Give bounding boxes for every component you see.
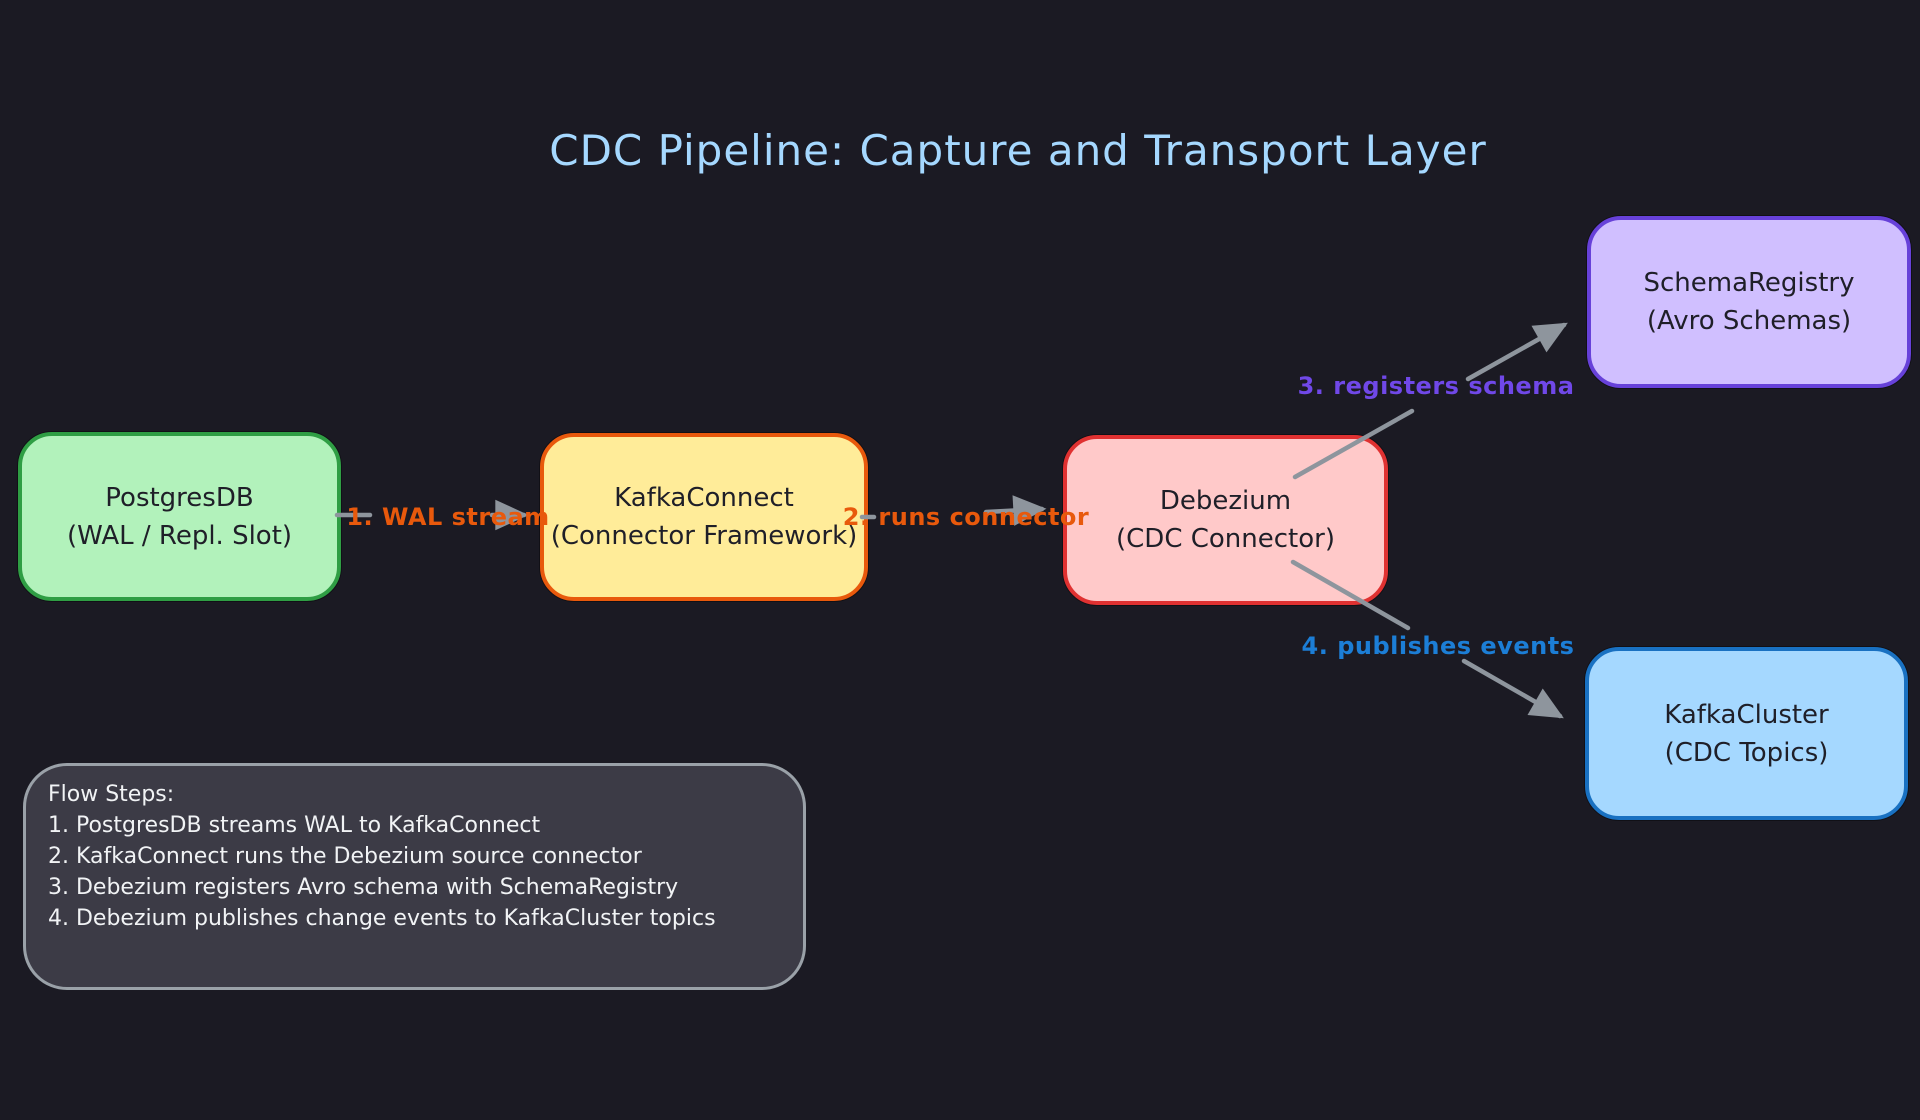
node-postgresdb-subtitle: (WAL / Repl. Slot) xyxy=(66,520,293,551)
edge-runs-connector-arrow xyxy=(983,495,1047,526)
flow-step-1: 1. PostgresDB streams WAL to KafkaConnec… xyxy=(48,813,541,838)
flow-step-2: 2. KafkaConnect runs the Debezium source… xyxy=(48,844,642,869)
node-schemaregistry-name: SchemaRegistry xyxy=(1643,268,1855,298)
node-debezium-subtitle: (CDC Connector) xyxy=(1116,524,1335,554)
edge-registers-schema-stub xyxy=(1292,408,1415,480)
node-kafkacluster: KafkaCluster (CDC Topics) xyxy=(1585,647,1908,820)
node-schemaregistry-subtitle: (Avro Schemas) xyxy=(1646,306,1852,336)
node-kafkaconnect-subtitle: (Connector Framework) xyxy=(550,521,858,551)
node-kafkacluster-name: KafkaCluster xyxy=(1664,699,1829,730)
node-kafkaconnect-name: KafkaConnect xyxy=(614,483,794,513)
edge-label-runs-connector: 2. runs connector xyxy=(842,503,1090,531)
edge-publishes-events-stub xyxy=(1290,559,1411,631)
flow-step-3: 3. Debezium registers Avro schema with S… xyxy=(48,875,679,900)
edge-registers-schema-arrow xyxy=(1465,322,1568,382)
node-postgresdb: PostgresDB (WAL / Repl. Slot) xyxy=(18,432,341,601)
flow-steps-title: Flow Steps: xyxy=(48,782,175,807)
edge-label-wal-stream: 1. WAL stream xyxy=(346,503,550,531)
edge-publishes-events-arrow xyxy=(1461,658,1564,719)
node-debezium-name: Debezium xyxy=(1159,486,1292,516)
flow-step-4: 4. Debezium publishes change events to K… xyxy=(48,906,716,931)
edge-label-registers-schema: 3. registers schema xyxy=(1297,372,1575,400)
node-kafkaconnect: KafkaConnect (Connector Framework) xyxy=(540,433,868,601)
node-debezium: Debezium (CDC Connector) xyxy=(1063,435,1388,605)
diagram-title: CDC Pipeline: Capture and Transport Laye… xyxy=(549,126,1487,175)
node-schemaregistry: SchemaRegistry (Avro Schemas) xyxy=(1587,216,1911,388)
node-postgresdb-name: PostgresDB xyxy=(105,482,254,513)
flow-steps-panel: Flow Steps: 1. PostgresDB streams WAL to… xyxy=(23,763,806,990)
node-kafkacluster-subtitle: (CDC Topics) xyxy=(1664,737,1829,768)
edge-label-publishes-events: 4. publishes events xyxy=(1301,632,1575,660)
